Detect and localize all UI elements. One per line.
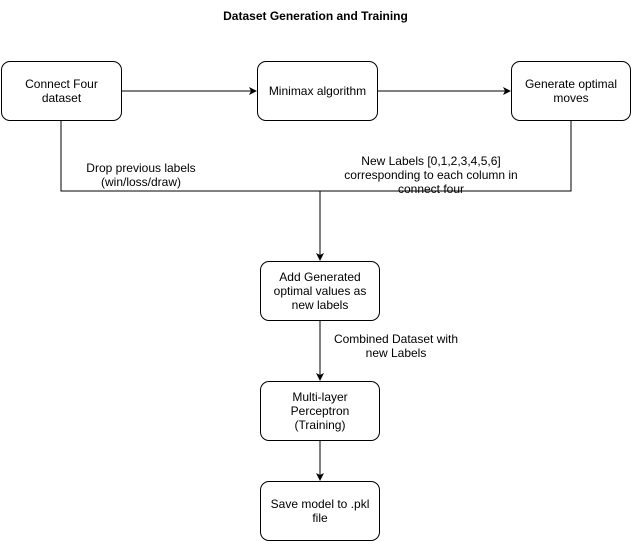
node-label: Multi-layer Perceptron (Training) bbox=[290, 390, 350, 432]
edge-label-drop-previous-labels: Drop previous labels (win/loss/draw) bbox=[86, 161, 196, 189]
diagram-title: Dataset Generation and Training bbox=[223, 9, 408, 23]
node-label: Minimax algorithm bbox=[268, 84, 367, 98]
node-connect-four-dataset[interactable]: Connect Four dataset bbox=[1, 61, 122, 121]
node-minimax-algorithm[interactable]: Minimax algorithm bbox=[257, 61, 378, 121]
edge-label-combined-dataset: Combined Dataset with new Labels bbox=[333, 332, 459, 360]
edge-dataset-down bbox=[60, 121, 320, 192]
node-label: Add Generated optimal values as new labe… bbox=[273, 270, 367, 312]
node-label: Generate optimal moves bbox=[524, 77, 618, 105]
edge-label-new-labels: New Labels [0,1,2,3,4,5,6] corresponding… bbox=[344, 154, 518, 196]
edge-optimal-moves-down bbox=[320, 121, 572, 192]
node-generate-optimal-moves[interactable]: Generate optimal moves bbox=[511, 61, 631, 121]
node-multi-layer-perceptron[interactable]: Multi-layer Perceptron (Training) bbox=[260, 381, 380, 441]
node-label: Connect Four dataset bbox=[25, 77, 98, 105]
node-save-model[interactable]: Save model to .pkl file bbox=[260, 481, 380, 541]
node-add-generated-labels[interactable]: Add Generated optimal values as new labe… bbox=[260, 261, 380, 321]
node-label: Save model to .pkl file bbox=[270, 497, 370, 525]
